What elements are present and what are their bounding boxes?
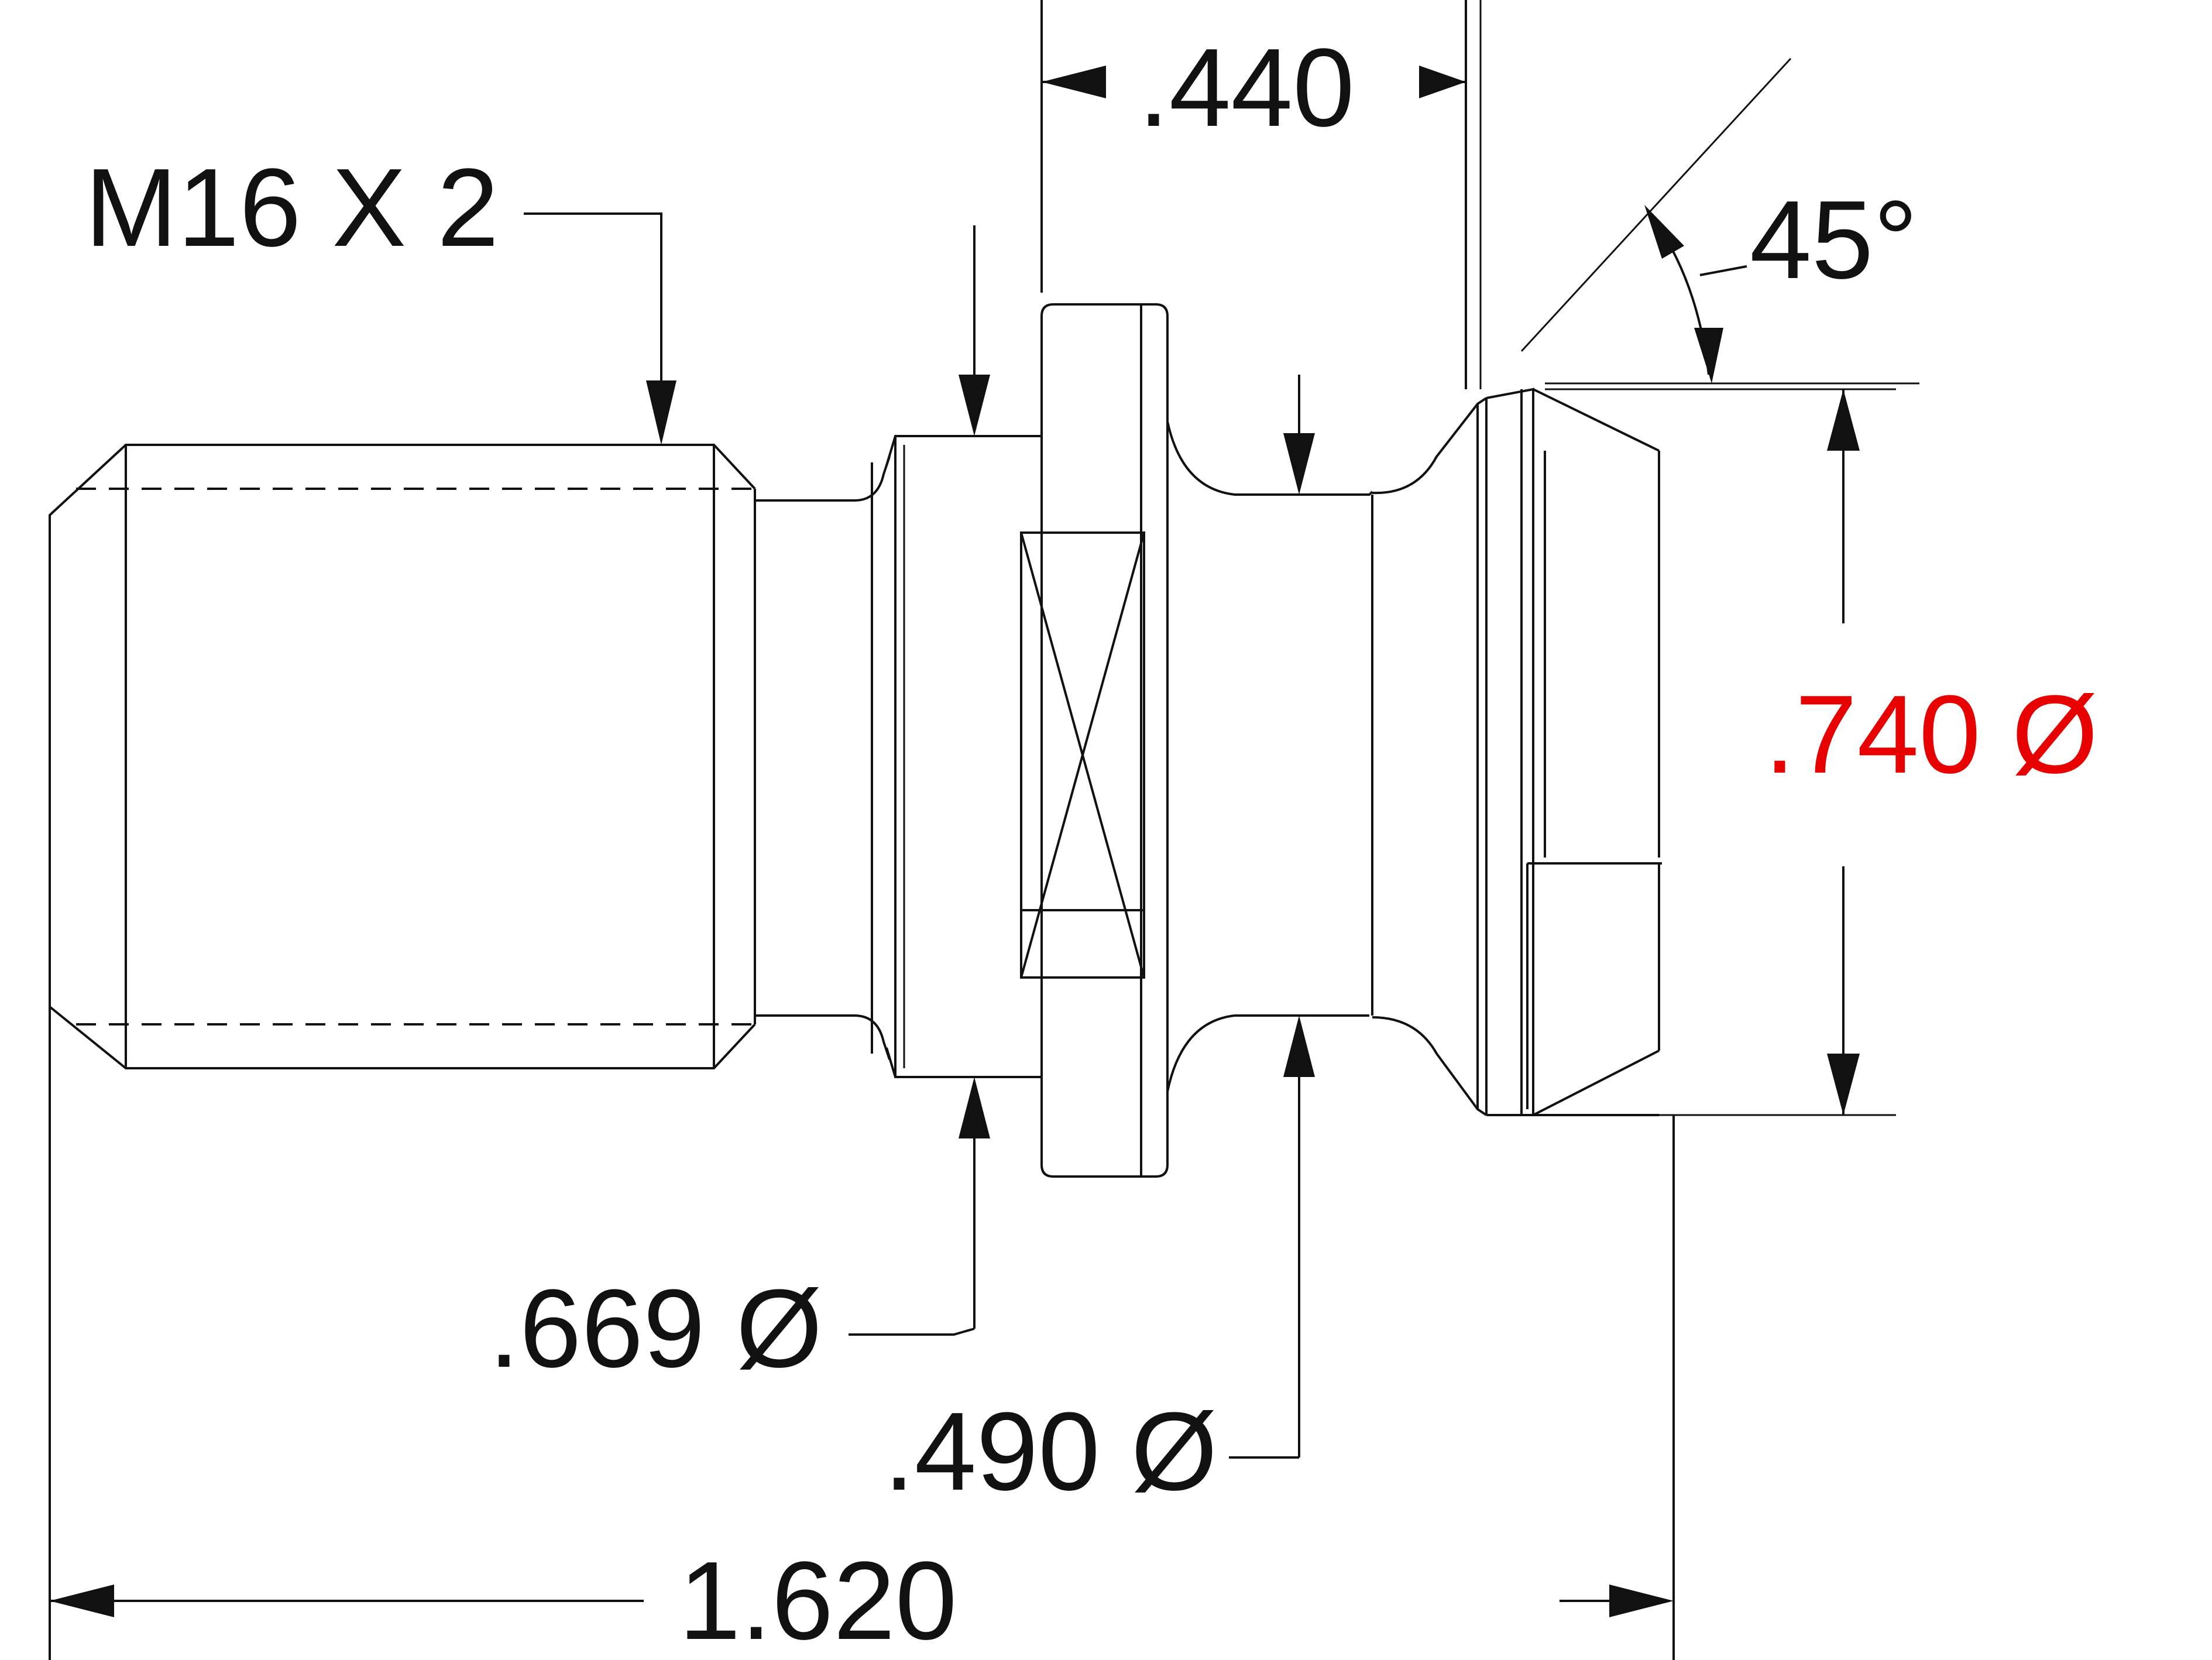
dim-head-diameter-label: .740 Ø xyxy=(1764,673,2098,797)
groove-section xyxy=(1166,397,1488,1116)
relief-neck xyxy=(754,456,891,1060)
shoulder-section xyxy=(885,435,1042,1078)
dim-overall-length-label: 1.620 xyxy=(679,1539,957,1660)
part-outline xyxy=(49,303,1662,1178)
head-section xyxy=(1476,387,1662,1116)
dim-neck-diameter: .669 Ø xyxy=(489,225,990,1391)
dim-neck-diameter-label: .669 Ø xyxy=(489,1267,822,1391)
dim-flange-width-label: .440 xyxy=(1138,26,1355,150)
dim-groove-diameter: .490 Ø xyxy=(884,375,1315,1514)
dim-overall-length: 1.620 xyxy=(49,1007,1675,1660)
thread-section xyxy=(49,444,756,1069)
dim-groove-diameter-label: .490 Ø xyxy=(884,1390,1217,1514)
dim-head-diameter: .740 Ø xyxy=(1545,388,2098,1116)
thread-callout-label: M16 X 2 xyxy=(85,146,499,270)
dim-flange-width: .440 xyxy=(1040,0,1482,389)
dim-angle: 45° xyxy=(1520,57,1919,385)
flange xyxy=(1040,303,1169,1178)
dim-angle-label: 45° xyxy=(1750,178,1918,302)
wrench-flat-symbol xyxy=(1020,531,1145,979)
thread-callout: M16 X 2 xyxy=(85,146,676,445)
